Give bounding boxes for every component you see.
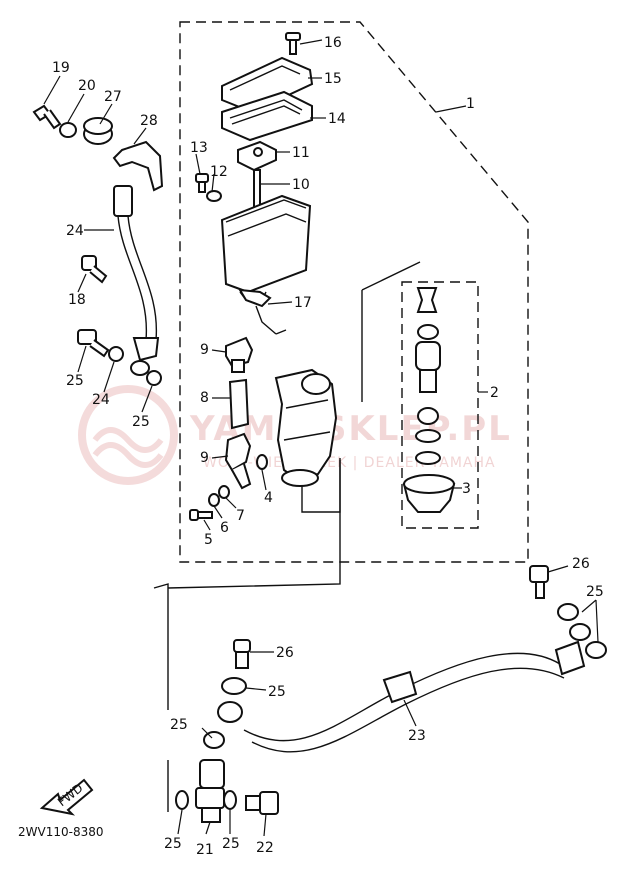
washer-25-left-2 xyxy=(146,370,162,386)
union-fitting-9-lower xyxy=(224,432,252,490)
washer-6 xyxy=(208,493,220,507)
callout-20: 20 xyxy=(78,78,96,94)
cup-seal xyxy=(417,324,439,340)
callout-6: 6 xyxy=(220,520,229,536)
callout-27: 27 xyxy=(104,89,122,105)
bolt-18 xyxy=(81,255,108,284)
callout-1: 1 xyxy=(466,96,475,112)
callout-9-upper: 9 xyxy=(200,342,209,358)
leader-lines xyxy=(43,39,599,837)
union-bolt-26-left xyxy=(77,329,110,358)
callout-11: 11 xyxy=(292,145,310,161)
callout-23: 23 xyxy=(408,728,426,744)
master-cylinder-body xyxy=(274,368,338,487)
washer-25-middle xyxy=(221,677,247,695)
callout-25-left-1: 24 xyxy=(92,392,110,408)
union-bolt-26-middle xyxy=(233,639,251,669)
watermark-logo-icon xyxy=(78,385,178,485)
spring xyxy=(416,287,438,313)
union-fitting-21 xyxy=(195,759,225,823)
callout-3: 3 xyxy=(462,481,471,497)
callout-25-right: 25 xyxy=(586,584,604,600)
o-ring-4 xyxy=(256,454,268,470)
callout-26-right: 26 xyxy=(572,556,590,572)
front-direction-arrow-icon: FWD xyxy=(39,778,94,816)
callout-16: 16 xyxy=(324,35,342,51)
diagram-code: 2WV110-8380 xyxy=(18,825,103,839)
callout-26-middle: 26 xyxy=(276,645,294,661)
callout-12: 12 xyxy=(210,164,228,180)
callout-8: 8 xyxy=(200,390,209,406)
union-bolt-26-right xyxy=(529,565,549,599)
bolt-22 xyxy=(245,791,279,815)
callout-7: 7 xyxy=(236,508,245,524)
callout-26-left: 25 xyxy=(66,373,84,389)
callout-25-bottom-1: 25 xyxy=(164,836,182,852)
assembly-1-outline xyxy=(179,21,529,563)
callout-4: 4 xyxy=(264,490,273,506)
washer-25-bottom-2 xyxy=(223,790,237,810)
callout-5: 5 xyxy=(204,532,213,548)
piston xyxy=(415,341,441,371)
washer-25-left-1 xyxy=(108,346,124,362)
callout-25-lower: 25 xyxy=(170,717,188,733)
screw-16 xyxy=(285,32,301,55)
washer-25-right-2 xyxy=(585,641,607,659)
callout-24: 24 xyxy=(66,223,84,239)
grommet-27 xyxy=(83,117,113,145)
washer-7 xyxy=(218,485,230,499)
washer-25-right-1 xyxy=(557,603,579,621)
screw-5 xyxy=(189,509,213,521)
callout-25-left-2: 25 xyxy=(132,414,150,430)
callout-9-lower: 9 xyxy=(200,450,209,466)
brake-hose-24 xyxy=(113,185,160,376)
callout-21: 21 xyxy=(196,842,214,858)
washer-12 xyxy=(206,190,222,202)
diaphragm-14 xyxy=(221,90,313,142)
union-fitting-9-upper xyxy=(225,336,254,373)
callout-18: 18 xyxy=(68,292,86,308)
callout-13: 13 xyxy=(190,140,208,156)
banjo-fitting xyxy=(217,701,243,723)
callout-25-middle: 25 xyxy=(268,684,286,700)
washer-25-lower xyxy=(203,731,225,749)
nut-20 xyxy=(59,122,77,138)
washer-25-bottom-1 xyxy=(175,790,189,810)
reservoir-body xyxy=(220,194,312,301)
bolt-19 xyxy=(32,104,62,130)
callout-17: 17 xyxy=(294,295,312,311)
screw-13 xyxy=(195,173,209,193)
callout-10: 10 xyxy=(292,177,310,193)
clip-17 xyxy=(238,288,287,335)
callout-28: 28 xyxy=(140,113,158,129)
reservoir-cap-15 xyxy=(221,56,314,114)
callout-19: 19 xyxy=(52,60,70,76)
hose-8 xyxy=(228,378,250,430)
kit-2-outline xyxy=(401,281,479,529)
callout-15: 15 xyxy=(324,71,342,87)
bracket-28 xyxy=(112,140,164,192)
callout-25-bottom-2: 25 xyxy=(222,836,240,852)
callout-22: 22 xyxy=(256,840,274,856)
callout-14: 14 xyxy=(328,111,346,127)
piston-rod xyxy=(419,369,437,393)
callout-labels: 16 15 14 11 10 12 13 17 1 2 3 9 8 9 4 7 … xyxy=(52,35,604,858)
piston-kit-2 xyxy=(415,287,441,465)
callout-2: 2 xyxy=(490,385,499,401)
